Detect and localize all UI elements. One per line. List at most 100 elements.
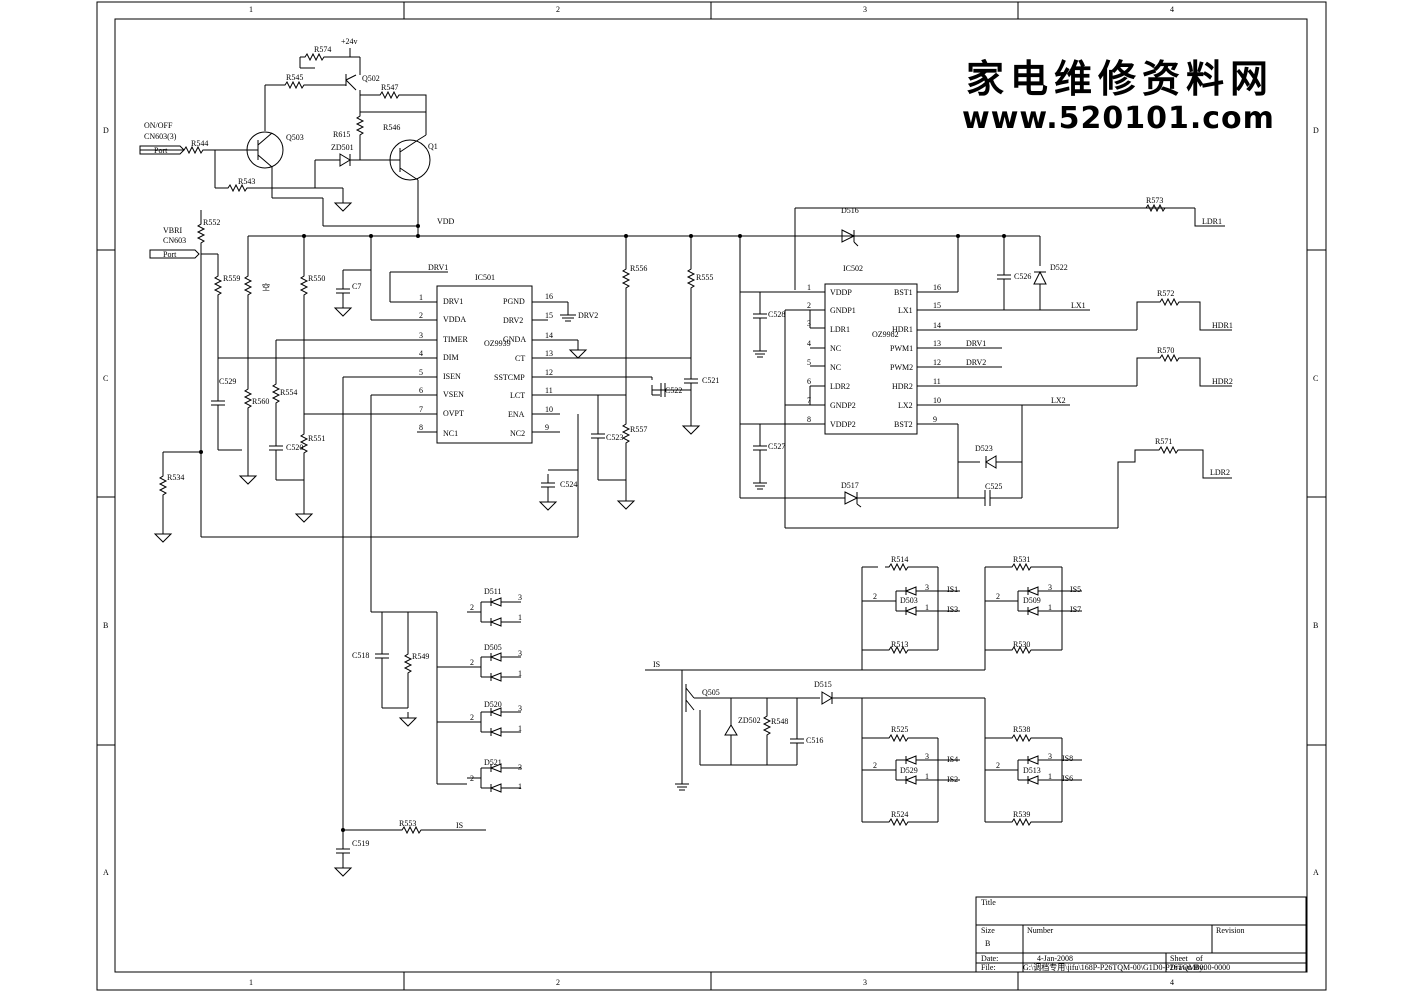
svg-text:LX2: LX2 [898, 401, 913, 410]
label-c519: C519 [352, 839, 369, 848]
svg-text:BST1: BST1 [894, 288, 913, 297]
svg-text:12: 12 [545, 368, 553, 377]
svg-text:LDR2: LDR2 [830, 382, 850, 391]
label-d513: D513 [1023, 766, 1041, 775]
label-r550: R550 [308, 274, 325, 283]
watermark-url: www.520101.com [962, 101, 1275, 136]
net-is3: IS3 [947, 605, 958, 614]
label-r546: R546 [383, 123, 400, 132]
col-label-4b: 4 [1170, 978, 1174, 987]
svg-text:2: 2 [873, 761, 877, 770]
tb-drawn-label: Drawn By: [1170, 963, 1205, 972]
tb-revision-label: Revision [1216, 926, 1244, 935]
kong-mark: 空 [262, 282, 270, 292]
net-is7: IS7 [1070, 605, 1081, 614]
label-c525: C525 [985, 482, 1002, 491]
svg-text:4: 4 [419, 349, 423, 358]
svg-text:NC1: NC1 [443, 429, 458, 438]
net-drv1-right: DRV1 [966, 339, 986, 348]
net-cn603: CN603 [163, 236, 186, 245]
svg-text:1: 1 [419, 293, 423, 302]
svg-text:1: 1 [925, 603, 929, 612]
label-d505: D505 [484, 643, 502, 652]
net-ldr1: LDR1 [1202, 217, 1222, 226]
label-r560: R560 [252, 397, 269, 406]
net-is-left: IS [456, 821, 463, 830]
label-r538: R538 [1013, 725, 1030, 734]
svg-text:LCT: LCT [510, 391, 525, 400]
label-r554: R554 [280, 388, 297, 397]
tb-size-value: B [985, 939, 990, 948]
svg-text:5: 5 [419, 368, 423, 377]
row-label-b: B [103, 621, 108, 630]
net-lx2: LX2 [1051, 396, 1066, 405]
svg-text:3: 3 [518, 763, 522, 772]
label-r513: R513 [891, 640, 908, 649]
label-d522: D522 [1050, 263, 1068, 272]
tb-date-value: 4-Jan-2008 [1037, 954, 1073, 963]
gate-resistors [1141, 204, 1232, 479]
svg-text:3: 3 [1048, 752, 1052, 761]
svg-text:GNDP2: GNDP2 [830, 401, 856, 410]
svg-text:2: 2 [996, 761, 1000, 770]
label-r574: R574 [314, 45, 331, 54]
svg-text:11: 11 [545, 386, 553, 395]
ic502-chip [739, 207, 1232, 529]
svg-text:2: 2 [996, 592, 1000, 601]
svg-text:15: 15 [933, 301, 941, 310]
tb-title-label: Title [981, 898, 996, 907]
svg-text:3: 3 [518, 593, 522, 602]
svg-text:2: 2 [470, 713, 474, 722]
label-zd501: ZD501 [331, 143, 354, 152]
label-zd502: ZD502 [738, 716, 761, 725]
zone-ticks [97, 2, 1326, 990]
label-q1: Q1 [428, 142, 438, 151]
label-r555: R555 [696, 273, 713, 282]
svg-text:GNDA: GNDA [503, 335, 526, 344]
net-onoff: ON/OFF [144, 121, 173, 130]
feedback-diode-array [334, 597, 522, 877]
label-d529: D529 [900, 766, 918, 775]
row-label-b-r: B [1313, 621, 1318, 630]
svg-text:1: 1 [1048, 603, 1052, 612]
label-r570: R570 [1157, 346, 1174, 355]
net-is8: IS8 [1062, 754, 1073, 763]
net-24v: +24v [341, 37, 358, 46]
ic501-peripheral [154, 210, 578, 543]
net-is-right: IS [653, 660, 660, 669]
svg-text:1: 1 [518, 782, 522, 791]
label-c529: C529 [219, 377, 236, 386]
row-label-a: A [103, 868, 109, 877]
label-r544: R544 [191, 139, 208, 148]
svg-text:CT: CT [515, 354, 525, 363]
svg-text:13: 13 [933, 339, 941, 348]
label-d523: D523 [975, 444, 993, 453]
label-r551: R551 [308, 434, 325, 443]
net-is1: IS1 [947, 585, 958, 594]
sheet-border [96, 1, 1327, 991]
label-r553: R553 [399, 819, 416, 828]
tb-sheet-label: Sheet [1170, 954, 1189, 963]
svg-text:TIMER: TIMER [443, 335, 469, 344]
label-r559: R559 [223, 274, 240, 283]
ic501-chip [218, 236, 691, 840]
svg-text:SSTCMP: SSTCMP [494, 373, 525, 382]
svg-text:4: 4 [807, 339, 811, 348]
svg-text:8: 8 [807, 415, 811, 424]
svg-text:VDDP: VDDP [830, 288, 852, 297]
label-d517: D517 [841, 481, 859, 490]
net-cn603-3: CN603(3) [144, 132, 177, 141]
net-vbri: VBRI [163, 226, 182, 235]
svg-text:LDR1: LDR1 [830, 325, 850, 334]
svg-text:9: 9 [933, 415, 937, 424]
svg-text:3: 3 [807, 319, 811, 328]
label-r534: R534 [167, 473, 184, 482]
label-d515: D515 [814, 680, 832, 689]
net-is5: IS5 [1070, 585, 1081, 594]
label-r573: R573 [1146, 196, 1163, 205]
svg-text:1: 1 [518, 613, 522, 622]
svg-text:NC: NC [830, 363, 841, 372]
svg-text:1: 1 [925, 772, 929, 781]
svg-text:2: 2 [419, 311, 423, 320]
